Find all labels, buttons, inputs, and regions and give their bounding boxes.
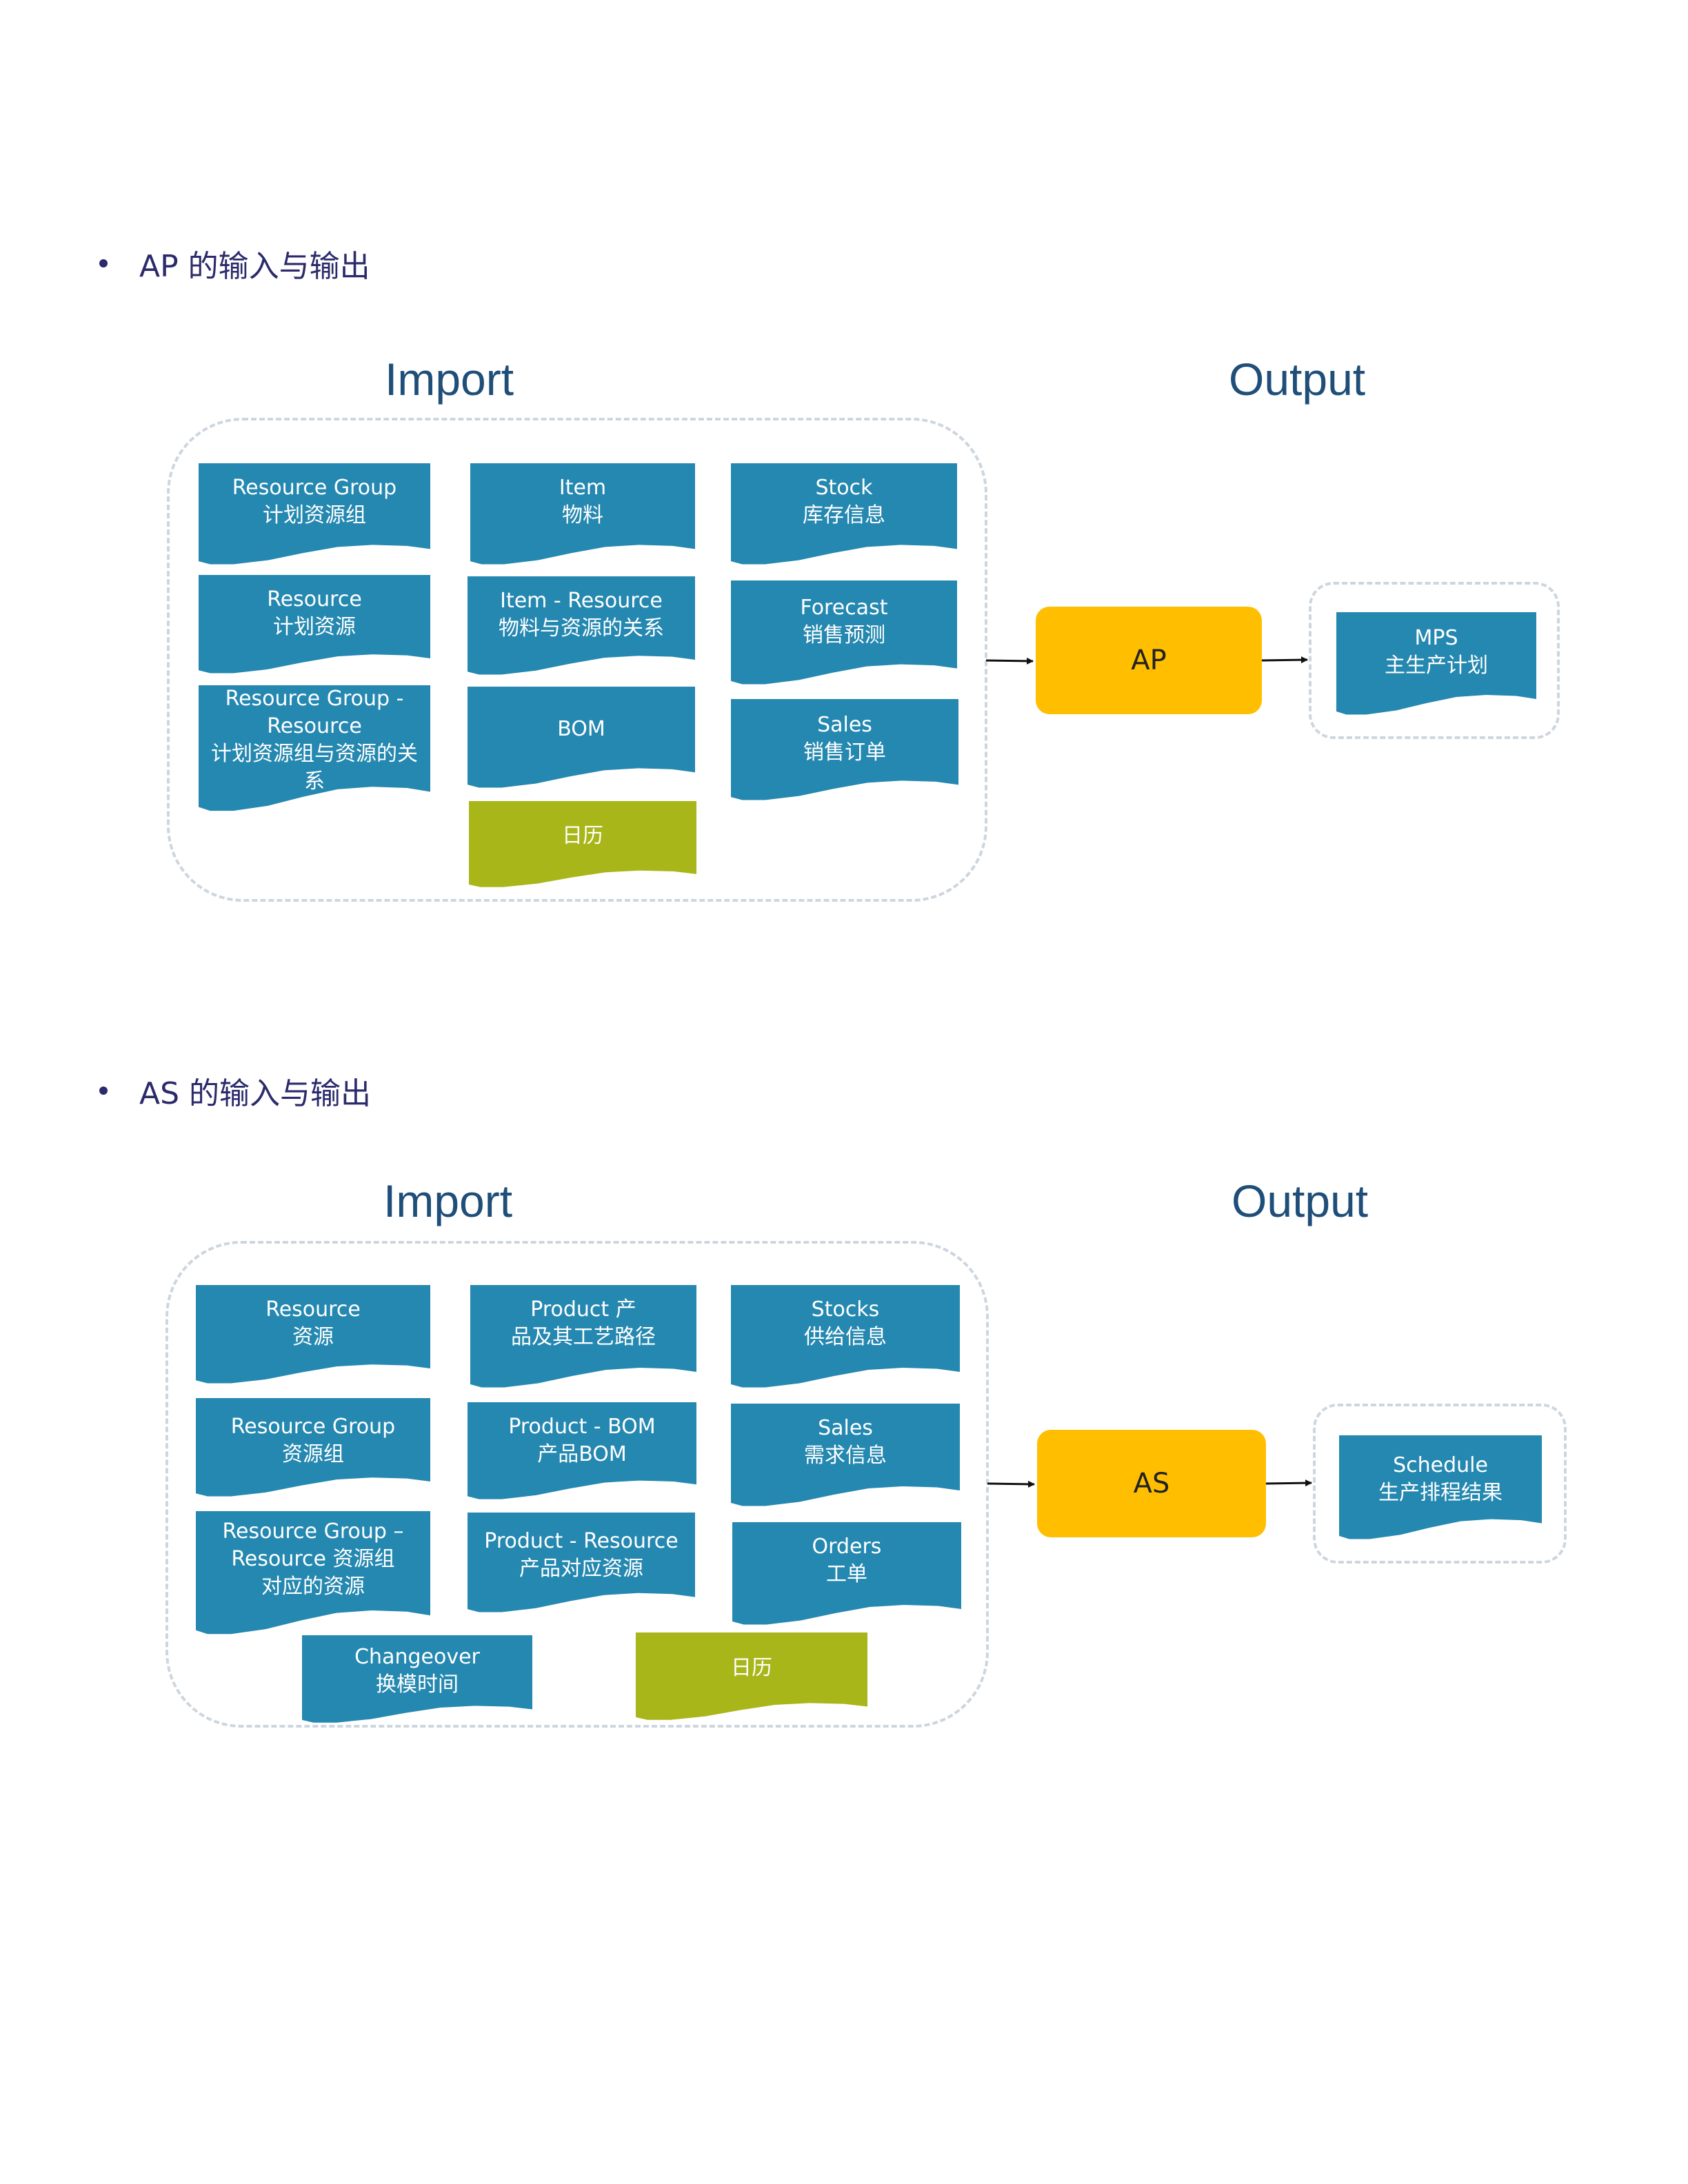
bullet-as: AS 的输入与输出	[99, 1069, 371, 1113]
arrow-import-to-ap	[985, 657, 1034, 665]
ap-output-frame	[1309, 582, 1560, 739]
bullet-as-text: AS 的输入与输出	[139, 1076, 372, 1111]
bullet-dot	[99, 1086, 108, 1095]
bullet-dot	[99, 259, 108, 267]
bullet-ap-text: AP 的输入与输出	[139, 249, 370, 284]
ap-output-heading: Output	[1229, 354, 1366, 405]
as-engine: AS	[1037, 1430, 1266, 1537]
as-output-heading: Output	[1232, 1175, 1369, 1226]
as-input-resource-group-resource: Resource Group –Resource 资源组对应的资源	[196, 1511, 430, 1635]
ap-engine: AP	[1036, 607, 1262, 714]
as-output-frame	[1313, 1404, 1567, 1564]
as-import-heading: Import	[383, 1175, 513, 1226]
ap-import-heading: Import	[385, 354, 514, 405]
bullet-ap: AP 的输入与输出	[99, 241, 370, 285]
arrow-as-to-output	[1265, 1479, 1312, 1487]
